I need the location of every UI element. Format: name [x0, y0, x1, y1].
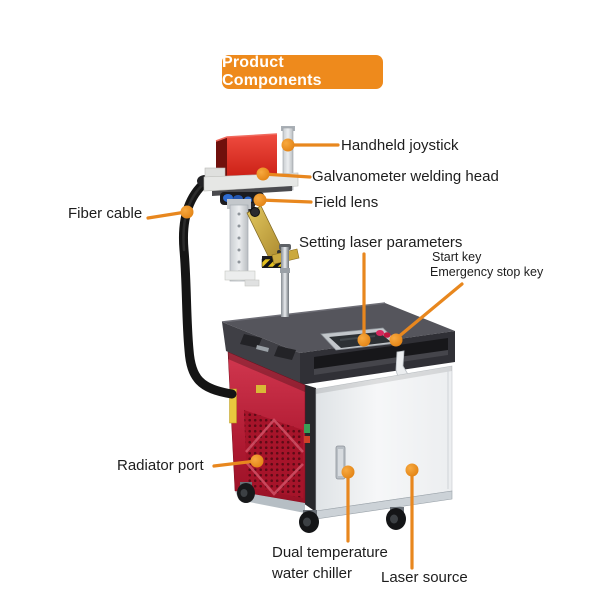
label-dual-temperature-water-chiller: Dual temperature water chiller	[272, 544, 388, 582]
callout-dot-galvanometer	[256, 167, 270, 181]
foot-bracket-step	[244, 279, 260, 287]
linear-rail	[229, 204, 249, 282]
caster-hub	[240, 489, 248, 497]
callout-dot-setting-parameters	[357, 333, 371, 347]
label-start-key: Start key	[432, 250, 482, 264]
callout-dot-field-lens	[253, 193, 267, 207]
callout-dot-handheld-joystick	[281, 138, 295, 152]
label-radiator-port: Radiator port	[117, 457, 204, 474]
rail-hole	[237, 260, 241, 264]
rod-collar	[280, 268, 290, 273]
warning-sticker	[256, 385, 266, 393]
green-sticker	[304, 424, 310, 433]
callout-lines	[146, 143, 464, 570]
callout-dot-start-emergency	[389, 333, 403, 347]
foot-bracket	[224, 270, 256, 281]
cube-top-edge	[215, 133, 278, 142]
callout-dots	[180, 138, 419, 479]
vent-grille	[274, 346, 296, 360]
page-title: Product Components	[222, 54, 383, 89]
label-laser-source: Laser source	[381, 569, 468, 586]
label-emergency-stop-key: Emergency stop key	[430, 265, 544, 279]
rail-hole	[237, 212, 241, 216]
callout-dot-water-chiller	[341, 465, 355, 479]
model-label-plate	[256, 345, 269, 352]
machine-top-left-face	[222, 322, 300, 385]
callout-line-field-lens	[258, 198, 313, 204]
machine-top-edge	[221, 302, 386, 323]
rail-hole	[237, 236, 241, 240]
callout-dot-radiator-port	[250, 454, 264, 468]
emergency-stop-button	[383, 332, 391, 338]
handle-recess-lip	[314, 350, 448, 375]
vent-grille	[240, 334, 262, 348]
rail-hole	[237, 224, 241, 228]
support-rod	[281, 247, 289, 317]
warning-sticker	[229, 388, 237, 424]
callout-dot-fiber-cable	[180, 205, 194, 219]
radiator-ridge	[245, 461, 304, 496]
red-sticker	[304, 436, 310, 443]
label-setting-laser-parameters: Setting laser parameters	[299, 234, 463, 251]
indicator-button	[376, 330, 384, 336]
label-galvanometer-welding-head: Galvanometer welding head	[312, 168, 499, 185]
corner-post	[303, 384, 316, 512]
callout-line-start-emergency	[395, 282, 464, 340]
door-handle-slot	[338, 449, 343, 476]
label-fiber-cable: Fiber cable	[68, 205, 143, 222]
rail-top-block	[227, 199, 251, 209]
door-top-shadow	[316, 366, 452, 394]
callout-dot-laser-source	[405, 463, 419, 477]
caster-hub	[390, 514, 398, 524]
overhang-shadow	[228, 352, 305, 392]
label-handheld-joystick: Handheld joystick	[341, 137, 459, 154]
callout-line-galvanometer	[261, 172, 312, 179]
caster-hub	[303, 517, 311, 527]
rail-hole	[237, 248, 241, 252]
welding-head-assembly	[197, 126, 300, 317]
machine-cabinet	[221, 302, 455, 533]
arm-pivot	[250, 207, 260, 217]
callout-line-radiator-port	[212, 459, 258, 468]
radiator-ridge	[245, 418, 304, 453]
label-field-lens: Field lens	[314, 194, 379, 211]
callout-line-fiber-cable	[146, 210, 188, 220]
